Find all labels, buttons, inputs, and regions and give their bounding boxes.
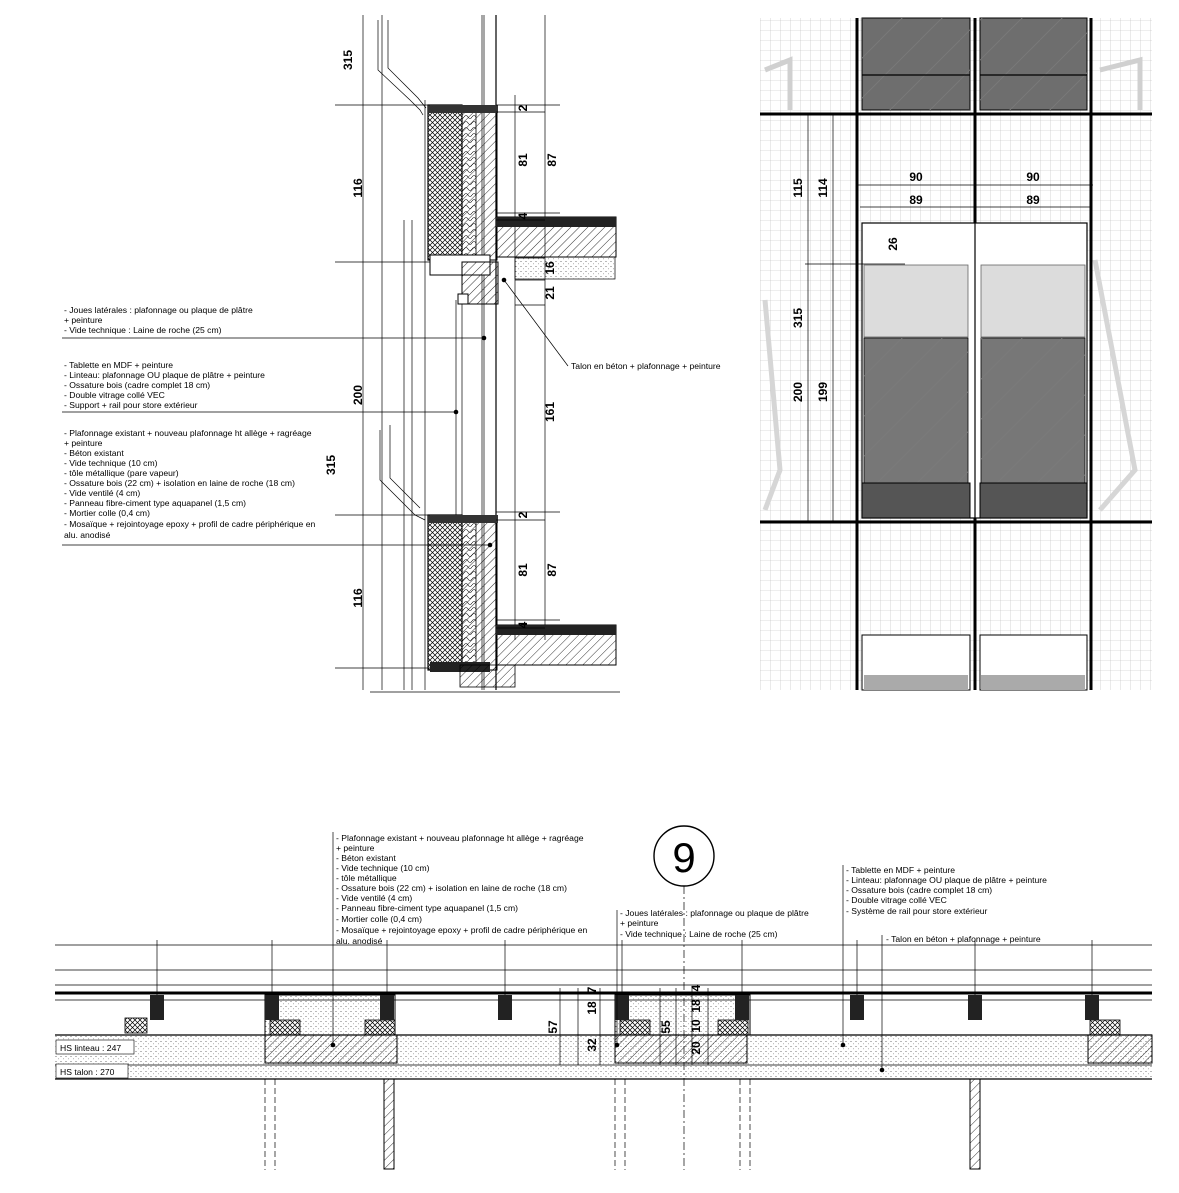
elev-dim-199: 199	[816, 382, 830, 402]
plan-view: 9	[55, 825, 1153, 1170]
vertical-section: 315 116 200 315 116 2 81 87 4 16 21 161 …	[62, 15, 721, 693]
dim-left-315-top: 315	[341, 50, 355, 70]
dim-r-4: 4	[516, 212, 530, 219]
elev-dim-115: 115	[791, 178, 805, 198]
plan-note-plafonnage: - Plafonnage existant + nouveau plafonna…	[336, 833, 590, 946]
plan-dim-32: 32	[585, 1038, 599, 1052]
plan-dim-10: 10	[689, 1019, 703, 1033]
hs-linteau-label: HS linteau : 247	[60, 1043, 121, 1053]
detail-number: 9	[672, 834, 695, 881]
dim-rb-81: 81	[516, 563, 530, 577]
dim-left-200: 200	[351, 385, 365, 405]
plan-dim-20: 20	[689, 1041, 703, 1055]
hs-talon-label: HS talon : 270	[60, 1067, 115, 1077]
dim-r-2: 2	[516, 104, 530, 111]
elev-dim-26: 26	[886, 237, 900, 251]
dim-r-16: 16	[543, 261, 557, 275]
dim-left-315-bottom: 315	[324, 455, 338, 475]
plan-dim-4: 4	[689, 984, 703, 991]
plan-note-joues: - Joues latérales : plafonnage ou plaque…	[620, 908, 811, 939]
section-note-talon: Talon en béton + plafonnage + peinture	[571, 361, 721, 371]
elev-dim-200: 200	[791, 382, 805, 402]
dim-r-81: 81	[516, 153, 530, 167]
dim-rb-87: 87	[545, 563, 559, 577]
plan-dim-57: 57	[546, 1020, 560, 1034]
elev-width-89-right: 89	[1026, 193, 1040, 207]
plan-note-tablette: - Tablette en MDF + peinture - Linteau: …	[846, 865, 1049, 916]
section-note-tablette: - Tablette en MDF + peinture - Linteau: …	[64, 360, 267, 410]
elev-width-89-left: 89	[909, 193, 923, 207]
dim-r-87: 87	[545, 153, 559, 167]
dim-left-116-bottom: 116	[351, 588, 365, 608]
dim-rb-2: 2	[516, 511, 530, 518]
dim-r-161: 161	[543, 402, 557, 422]
section-note-joues: - Joues latérales : plafonnage ou plaque…	[64, 305, 255, 335]
elev-dim-315: 315	[791, 308, 805, 328]
elev-width-90-right: 90	[1026, 170, 1040, 184]
dim-r-21: 21	[543, 286, 557, 300]
elev-dim-114: 114	[816, 178, 830, 198]
section-note-plafonnage: - Plafonnage existant + nouveau plafonna…	[64, 428, 318, 540]
plan-dim-18b: 18	[689, 999, 703, 1013]
plan-note-talon: - Talon en béton + plafonnage + peinture	[886, 934, 1041, 944]
elev-width-90-left: 90	[909, 170, 923, 184]
elevation-view: 90 90 89 89 115 114 315 200 199 26	[760, 17, 1152, 691]
plan-dim-7: 7	[585, 986, 599, 993]
plan-dim-55: 55	[659, 1020, 673, 1034]
plan-dim-18a: 18	[585, 1001, 599, 1015]
dim-rb-4: 4	[516, 621, 530, 628]
dim-left-116-top: 116	[351, 178, 365, 198]
